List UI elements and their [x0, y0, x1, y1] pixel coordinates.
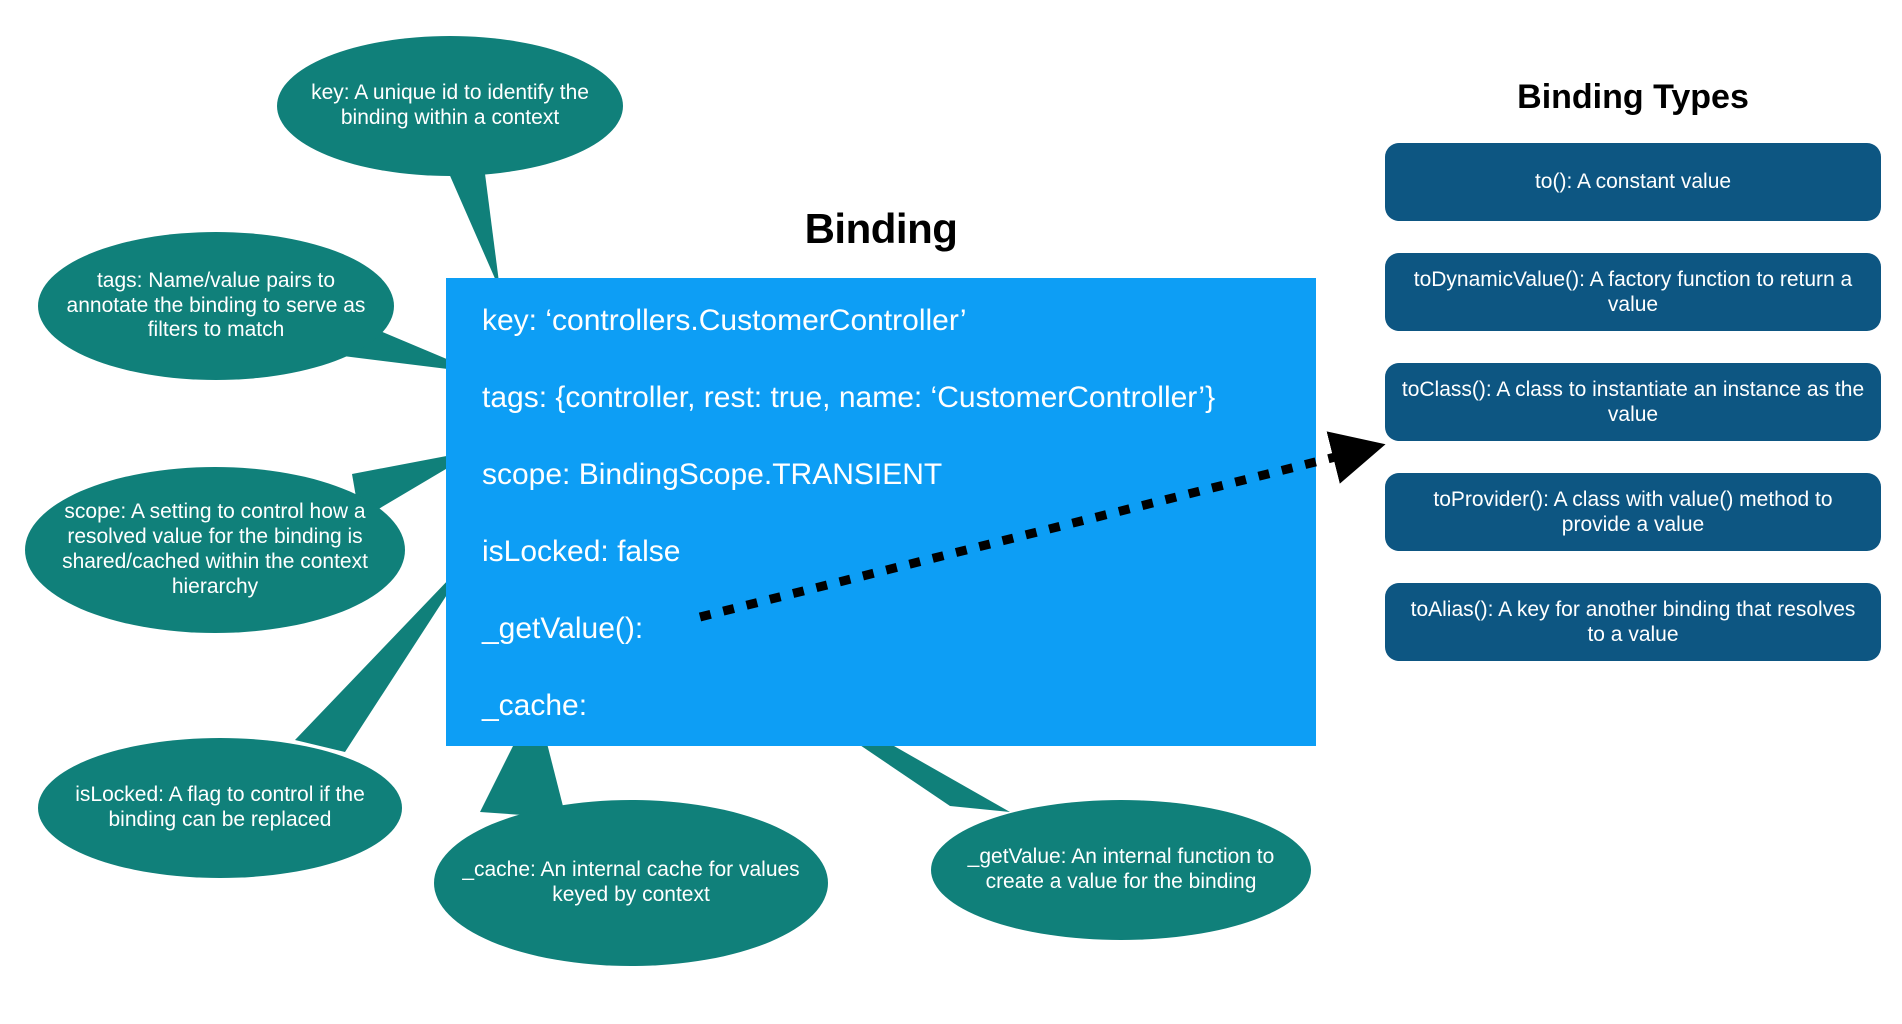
- binding-type-card-toalias: toAlias(): A key for another binding tha…: [1385, 583, 1881, 661]
- callout-scope: scope: A setting to control how a resolv…: [25, 467, 405, 633]
- callout-key: key: A unique id to identify the binding…: [277, 36, 623, 176]
- binding-type-label: toClass(): A class to instantiate an ins…: [1401, 377, 1865, 426]
- binding-field-getvalue: _getValue():: [482, 612, 644, 645]
- binding-box: key: ‘controllers.CustomerController’ ta…: [446, 278, 1316, 746]
- binding-field-scope: scope: BindingScope.TRANSIENT: [482, 458, 943, 491]
- callout-tags-text: tags: Name/value pairs to annotate the b…: [66, 268, 366, 342]
- binding-type-card-to: to(): A constant value: [1385, 143, 1881, 221]
- binding-field-key: key: ‘controllers.CustomerController’: [482, 304, 967, 337]
- callout-cache: _cache: An internal cache for values key…: [434, 800, 828, 966]
- callout-scope-text: scope: A setting to control how a resolv…: [62, 500, 368, 598]
- binding-field-tags: tags: {controller, rest: true, name: ‘Cu…: [482, 381, 1216, 414]
- binding-type-card-toclass: toClass(): A class to instantiate an ins…: [1385, 363, 1881, 441]
- callout-islocked-text: isLocked: A flag to control if the bindi…: [75, 783, 365, 831]
- binding-field-cache: _cache:: [482, 689, 588, 722]
- callout-tail-islocked: [295, 553, 474, 752]
- binding-type-label: to(): A constant value: [1534, 170, 1732, 194]
- callout-islocked: isLocked: A flag to control if the bindi…: [38, 738, 402, 878]
- binding-types-list: to(): A constant value toDynamicValue():…: [1385, 143, 1881, 693]
- binding-title: Binding: [804, 205, 958, 252]
- callout-key-text: key: A unique id to identify the binding…: [311, 81, 589, 129]
- binding-type-card-toprovider: toProvider(): A class with value() metho…: [1385, 473, 1881, 551]
- binding-type-label: toAlias(): A key for another binding tha…: [1410, 597, 1856, 646]
- binding-type-card-todynamicvalue: toDynamicValue(): A factory function to …: [1385, 253, 1881, 331]
- callout-tail-cache: [480, 700, 566, 818]
- binding-type-label: toDynamicValue(): A factory function to …: [1413, 267, 1853, 316]
- callout-tags: tags: Name/value pairs to annotate the b…: [38, 232, 394, 380]
- dotted-arrow: [698, 431, 1386, 622]
- callout-getvalue-text: _getValue: An internal function to creat…: [967, 845, 1275, 893]
- binding-types-title: Binding Types: [1517, 78, 1749, 116]
- callout-cache-text: _cache: An internal cache for values key…: [462, 858, 800, 906]
- binding-field-islocked: isLocked: false: [482, 535, 681, 568]
- binding-type-label: toProvider(): A class with value() metho…: [1433, 487, 1833, 536]
- callout-getvalue: _getValue: An internal function to creat…: [931, 800, 1311, 940]
